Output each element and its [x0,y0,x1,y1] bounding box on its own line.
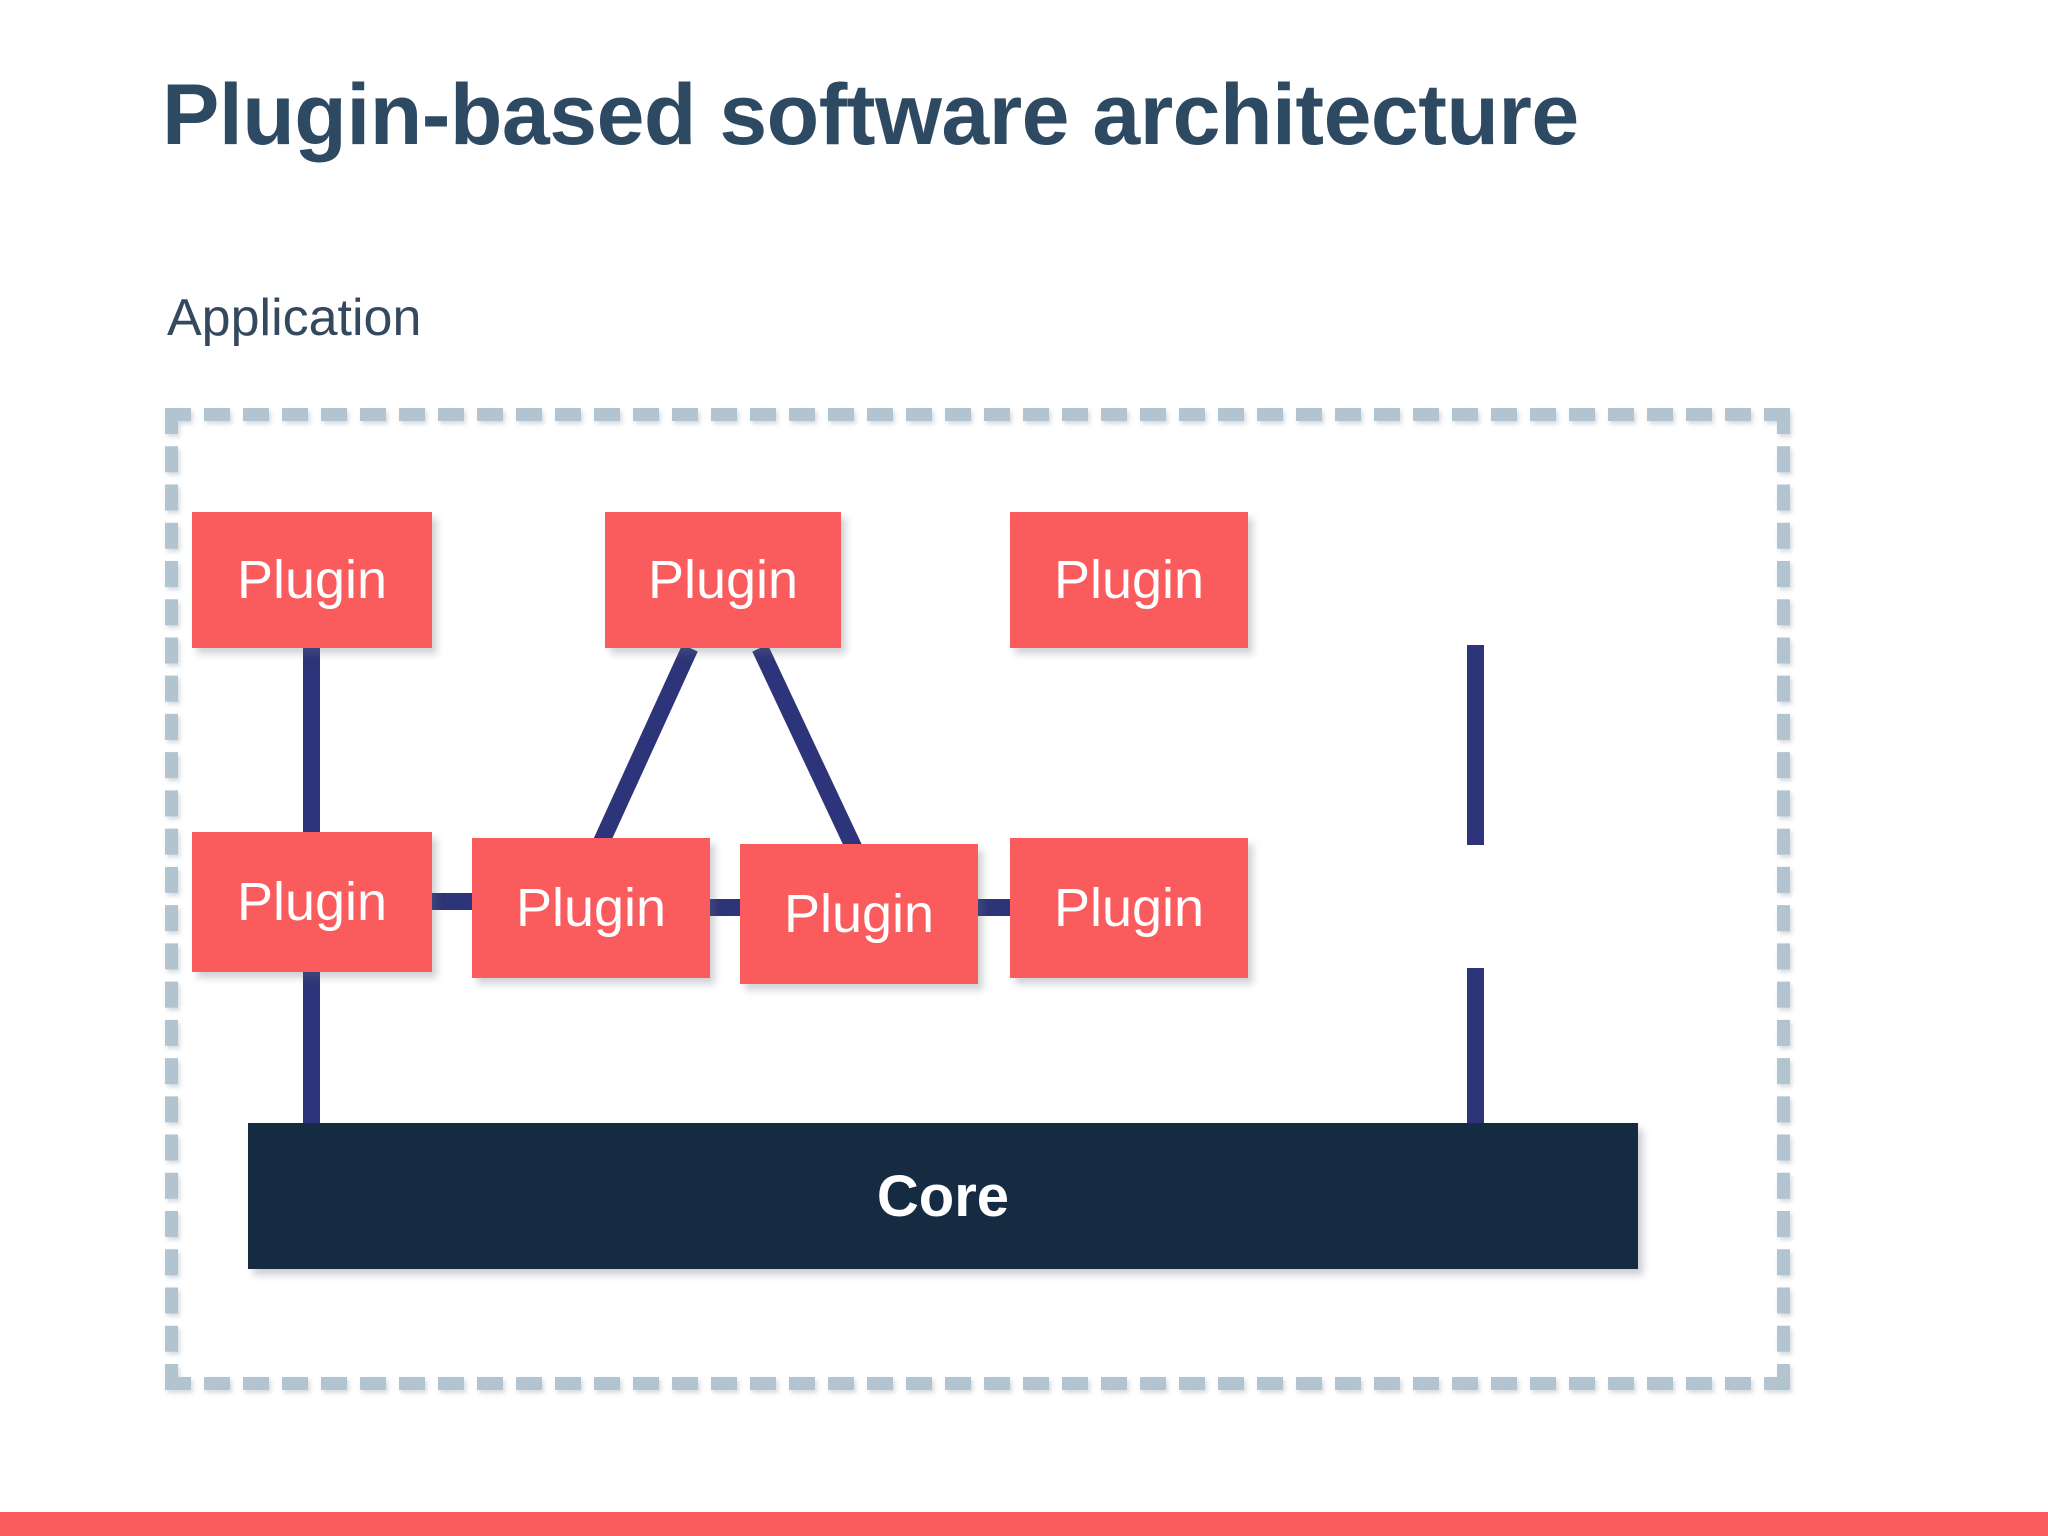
plugin-box-label: Plugin [647,550,799,610]
plugin-box-middle-row-4[interactable]: Plugin [1010,838,1248,978]
plugin-box-label: Plugin [1053,878,1205,938]
plugin-box-label: Plugin [236,550,388,610]
connector-middle-3-to-middle-4 [970,899,1018,916]
plugin-box-middle-row-1[interactable]: Plugin [192,832,432,972]
page-title: Plugin-based software architecture [162,67,1579,163]
plugin-box-top-row-3[interactable]: Plugin [1010,512,1248,648]
connector-top-right-to-middle-4 [1467,645,1484,845]
core-bar[interactable]: Core [248,1123,1638,1269]
plugin-box-middle-row-3[interactable]: Plugin [740,844,978,984]
plugin-box-label: Plugin [515,878,667,938]
application-boundary-box [165,408,1790,1390]
connector-middle-4-to-core [1467,968,1484,1130]
plugin-box-label: Plugin [1053,550,1205,610]
connector-middle-1-to-middle-2 [424,893,482,910]
connector-top-mid-to-middle-2 [592,644,698,849]
plugin-box-label: Plugin [783,884,935,944]
connector-middle-left-to-core [303,960,320,1130]
bottom-accent-strip [0,1512,2048,1536]
plugin-box-top-row-1[interactable]: Plugin [192,512,432,648]
connector-top-mid-to-middle-3 [752,644,863,854]
plugin-box-label: Plugin [236,872,388,932]
application-caption: Application [167,289,422,347]
connector-middle-2-to-middle-3 [702,899,750,916]
plugin-box-top-row-2[interactable]: Plugin [605,512,841,648]
plugin-box-middle-row-2[interactable]: Plugin [472,838,710,978]
connector-top-left-to-middle-left [303,645,320,845]
